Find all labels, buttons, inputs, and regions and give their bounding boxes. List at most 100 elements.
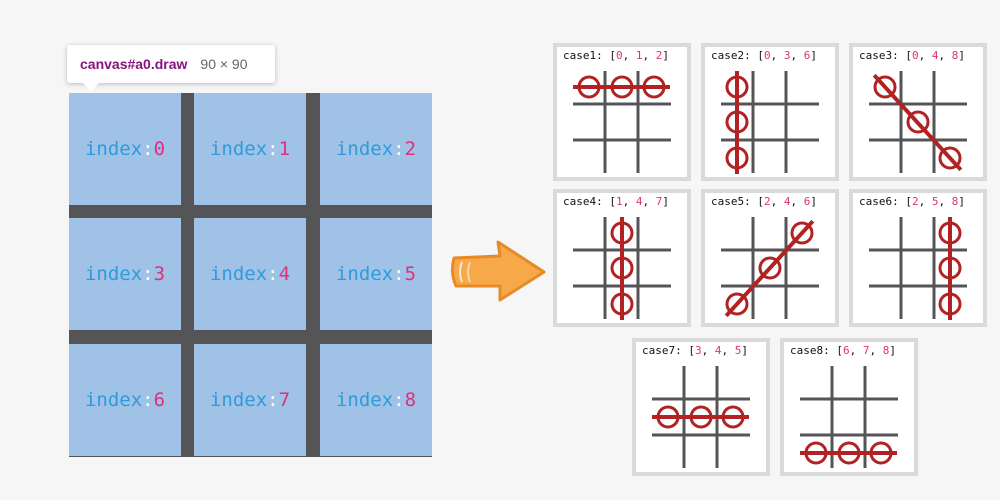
tooltip-selector: canvas#a0.draw [80,56,188,72]
cell-separator: : [393,263,405,285]
win-line [872,73,963,172]
case-cell-index: 6 [803,195,811,208]
board-cell-6: index:6 [69,344,181,456]
win-marker-circle [938,146,962,170]
case-cell-index: 0 [764,49,771,62]
cell-separator: : [267,138,279,160]
win-marker-circle [642,75,666,99]
cell-separator: : [142,389,154,411]
case-cell-index: 6 [803,49,811,62]
mini-board [869,217,967,320]
win-case-panel-2: case2: [0, 3, 6] [701,43,839,181]
case-cell-index: 4 [635,195,643,208]
case-cell-index: 2 [655,49,663,62]
case-label: case7: [3, 4, 5] [642,344,748,357]
arrow-right-icon [450,240,546,302]
win-marker-circle [725,146,749,170]
cell-index: 2 [404,138,417,160]
case-name: case3 [859,49,893,62]
case-cell-index: 1 [635,49,643,62]
case-label: case4: [1, 4, 7] [563,195,669,208]
win-case-panel-6: case6: [2, 5, 8] [849,189,987,327]
cell-word: index [335,389,394,411]
mini-board [573,217,671,320]
mini-board [721,71,819,174]
cell-word: index [209,263,268,285]
cell-word: index [335,138,394,160]
cell-index: 1 [278,138,291,160]
win-marker-circle [725,75,749,99]
case-name: case2 [711,49,745,62]
case-cell-index: 8 [951,195,959,208]
board-cell-1: index:1 [194,93,306,205]
win-marker-circle [906,110,930,134]
win-case-panel-7: case7: [3, 4, 5] [632,338,770,476]
case-cell-index: 6 [843,344,850,357]
case-cell-index: 4 [783,195,791,208]
board-cell-0: index:0 [69,93,181,205]
case-label: case6: [2, 5, 8] [859,195,965,208]
case-name: case4 [563,195,597,208]
cell-word: index [335,263,394,285]
cell-index: 0 [153,138,166,160]
cell-separator: : [393,138,405,160]
cell-index: 8 [404,389,417,411]
win-case-panel-3: case3: [0, 4, 8] [849,43,987,181]
case-cell-index: 5 [931,195,939,208]
board-cell-5: index:5 [320,218,432,330]
cell-word: index [209,389,268,411]
mini-board [652,366,750,468]
mini-board [573,71,671,173]
case-cell-index: 5 [734,344,742,357]
win-marker-circle [938,221,962,245]
case-cell-index: 7 [862,344,870,357]
win-marker-circle [577,75,601,99]
cell-separator: : [267,389,279,411]
case-cell-index: 3 [783,49,791,62]
win-marker-circle [725,292,749,316]
cell-separator: : [142,138,154,160]
win-marker-circle [837,441,861,465]
win-marker-circle [689,405,713,429]
cell-index: 7 [278,389,291,411]
win-case-panel-5: case5: [2, 4, 6] [701,189,839,327]
case-label: case8: [6, 7, 8] [790,344,896,357]
case-cell-index: 0 [912,49,919,62]
cell-separator: : [393,389,405,411]
win-marker-circle [610,256,634,280]
case-cell-index: 8 [951,49,959,62]
board-cell-8: index:8 [320,344,432,456]
mini-board [869,71,967,173]
win-marker-circle [938,256,962,280]
case-cell-index: 0 [616,49,623,62]
win-marker-circle [610,221,634,245]
cell-index: 6 [153,389,166,411]
cell-index: 4 [278,263,291,285]
win-marker-circle [725,110,749,134]
board-cell-2: index:2 [320,93,432,205]
case-cell-index: 2 [764,195,771,208]
win-marker-circle [721,405,745,429]
case-label: case3: [0, 4, 8] [859,49,965,62]
win-case-panel-4: case4: [1, 4, 7] [553,189,691,327]
case-label: case5: [2, 4, 6] [711,195,817,208]
case-cell-index: 4 [714,344,722,357]
cell-index: 3 [153,263,166,285]
board-cell-4: index:4 [194,218,306,330]
cell-separator: : [267,263,279,285]
case-label: case1: [0, 1, 2] [563,49,669,62]
win-marker-circle [790,221,814,245]
case-name: case8 [790,344,824,357]
win-line [724,219,815,318]
element-inspector-tooltip: canvas#a0.draw 90 × 90 [67,45,275,91]
win-case-panel-8: case8: [6, 7, 8] [780,338,918,476]
win-marker-circle [869,441,893,465]
win-marker-circle [610,292,634,316]
case-cell-index: 7 [655,195,663,208]
case-label: case2: [0, 3, 6] [711,49,817,62]
mini-board [721,217,819,319]
cell-separator: : [142,263,154,285]
cell-word: index [209,138,268,160]
cell-index: 5 [404,263,417,285]
